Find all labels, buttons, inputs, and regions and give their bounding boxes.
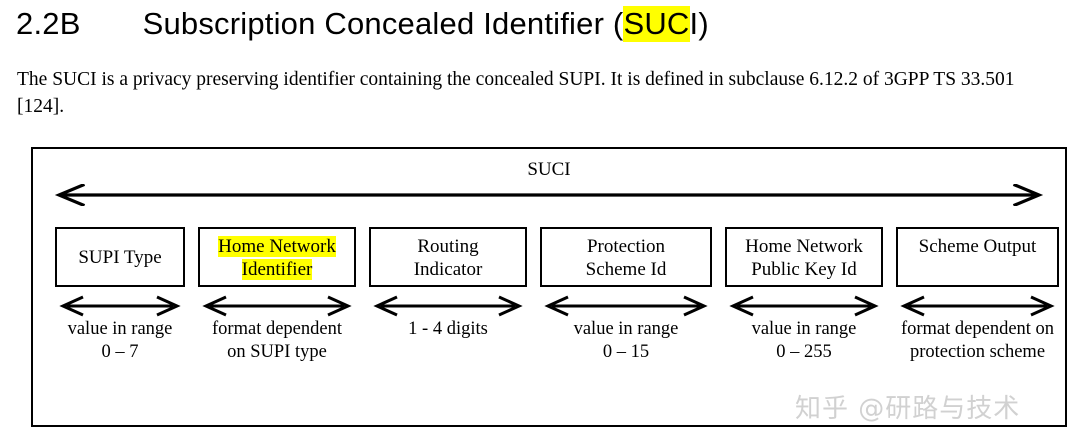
field-width-arrow-icon <box>540 295 712 317</box>
field-box: Protection Scheme Id <box>540 227 712 287</box>
field-label-line2: Identifier <box>241 259 313 280</box>
field-label-line1: Home Network <box>745 236 863 257</box>
field-label-line2: Scheme Id <box>585 259 667 280</box>
page-title-text-before: Subscription Concealed Identifier ( <box>142 6 624 41</box>
suci-field-protection-scheme-id: Protection Scheme Id value in range 0 – … <box>540 227 712 364</box>
suci-overall-label: SUCI <box>527 159 571 180</box>
suci-field-supi-type: SUPI Type value in range 0 – 7 <box>55 227 185 364</box>
field-caption-line1: value in range <box>573 319 679 339</box>
field-label-line1: Protection <box>586 236 666 257</box>
field-caption: value in range 0 – 7 <box>55 318 185 364</box>
field-caption-line1: value in range <box>751 319 857 339</box>
field-box: Scheme Output <box>896 227 1059 287</box>
field-caption-line2: 0 – 7 <box>101 342 139 362</box>
field-caption: format dependent on SUPI type <box>198 318 356 364</box>
field-width-arrow-icon <box>55 295 185 317</box>
field-caption: value in range 0 – 15 <box>540 318 712 364</box>
field-caption-line1: format dependent <box>212 319 342 339</box>
field-label: SUPI Type <box>78 246 161 269</box>
suci-field-home-network-identifier: Home Network Identifier format dependent… <box>198 227 356 364</box>
field-width-arrow-icon <box>896 295 1059 317</box>
suci-field-routing-indicator: Routing Indicator 1 - 4 digits <box>369 227 527 341</box>
field-caption-line2: 0 – 255 <box>776 342 832 362</box>
page-title: 2.2B Subscription Concealed Identifier (S… <box>16 2 1066 46</box>
field-caption-line2: protection scheme <box>909 342 1046 362</box>
field-width-arrow-icon <box>198 295 356 317</box>
field-box: Routing Indicator <box>369 227 527 287</box>
field-label-line1: SUPI Type <box>78 246 162 268</box>
suci-span-arrow-icon <box>49 182 1049 208</box>
field-width-arrow-icon <box>369 295 527 317</box>
field-caption: 1 - 4 digits <box>369 318 527 341</box>
suci-structure-figure: SUCI SUPI Type value in r <box>31 147 1067 427</box>
suci-field-scheme-output: Scheme Output format dependent on protec… <box>896 227 1059 364</box>
field-caption-line2: 0 – 15 <box>602 342 650 362</box>
field-box: SUPI Type <box>55 227 185 287</box>
field-box: Home Network Public Key Id <box>725 227 883 287</box>
body-paragraph: The SUCI is a privacy preserving identif… <box>17 69 1015 117</box>
field-label: Home Network Public Key Id <box>745 235 863 281</box>
suci-field-columns: SUPI Type value in range 0 – 7 Home Netw… <box>55 227 1059 364</box>
field-label-line1: Scheme Output <box>918 236 1037 257</box>
suci-field-home-network-public-key-id: Home Network Public Key Id value in rang… <box>725 227 883 364</box>
field-caption: value in range 0 – 255 <box>725 318 883 364</box>
field-caption-line1: 1 - 4 digits <box>408 319 488 339</box>
field-caption-line1: value in range <box>67 319 173 339</box>
field-box: Home Network Identifier <box>198 227 356 287</box>
field-label-line1: Routing <box>417 236 479 257</box>
field-width-arrow-icon <box>725 295 883 317</box>
page-title-highlight: SUC <box>623 6 690 42</box>
field-label: Routing Indicator <box>414 235 483 281</box>
field-label-line2: Indicator <box>413 259 483 280</box>
page-title-text-after: I) <box>689 6 709 41</box>
field-caption-line2: on SUPI type <box>227 342 327 362</box>
page-title-number: 2.2B <box>16 6 81 41</box>
field-label: Protection Scheme Id <box>586 235 667 281</box>
field-label: Scheme Output <box>919 235 1037 258</box>
field-label-line2: Public Key Id <box>751 259 857 280</box>
field-label-line1: Home Network <box>218 236 336 257</box>
field-caption: format dependent on protection scheme <box>896 318 1059 364</box>
field-caption-line1: format dependent on <box>900 319 1055 339</box>
field-label: Home Network Identifier <box>218 235 336 281</box>
